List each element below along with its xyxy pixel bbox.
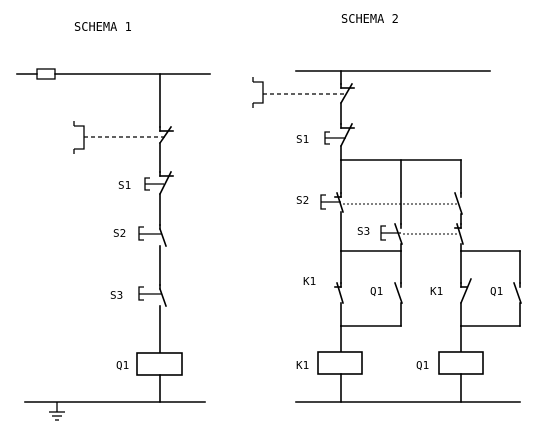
s2-contact: S2	[113, 224, 168, 286]
right-branch: K1 Q1	[430, 250, 523, 353]
s2-contact-2: S2	[296, 191, 464, 252]
schema-2: SCHEMA 2 S1	[252, 12, 523, 403]
mushroom-button-icon	[74, 125, 85, 150]
s1-label: S1	[118, 179, 131, 192]
k1-coil-label: K1	[296, 359, 309, 372]
emergency-stop-contact	[73, 121, 174, 173]
q1-contact-label-left: Q1	[370, 285, 383, 298]
schema-1: SCHEMA 1 S1	[16, 20, 211, 421]
schema-2-title: SCHEMA 2	[341, 12, 399, 26]
fuse-icon	[36, 68, 56, 80]
s1-contact: S1	[118, 170, 174, 226]
k1-coil: K1	[296, 351, 363, 403]
s3-label: S3	[110, 289, 123, 302]
schema-1-title: SCHEMA 1	[74, 20, 132, 34]
s1-contact-2: S1	[296, 122, 355, 161]
mushroom-button-icon	[253, 81, 264, 104]
q1-coil: Q1	[116, 352, 183, 403]
q1-label: Q1	[116, 359, 129, 372]
left-branch: K1 Q1	[303, 250, 404, 353]
q1-coil-2: Q1	[416, 351, 484, 403]
supply-line-1	[16, 68, 211, 80]
k1-contact-label-left: K1	[303, 275, 316, 288]
coil-icon	[136, 352, 183, 376]
ground-icon	[49, 402, 65, 421]
coil-icon	[317, 351, 363, 375]
s3-contact: S3	[110, 284, 168, 354]
s3-contact-2: S3	[357, 222, 464, 252]
q1-coil-label: Q1	[416, 359, 429, 372]
s1-label-2: S1	[296, 133, 309, 146]
coil-icon	[438, 351, 484, 375]
emergency-stop-contact-2	[252, 77, 355, 125]
s3-label-2: S3	[357, 225, 370, 238]
k1-contact-label-right: K1	[430, 285, 443, 298]
s2-label: S2	[113, 227, 126, 240]
neutral-line-1	[24, 401, 206, 421]
s2-label-2: S2	[296, 194, 309, 207]
q1-contact-label-right: Q1	[490, 285, 503, 298]
